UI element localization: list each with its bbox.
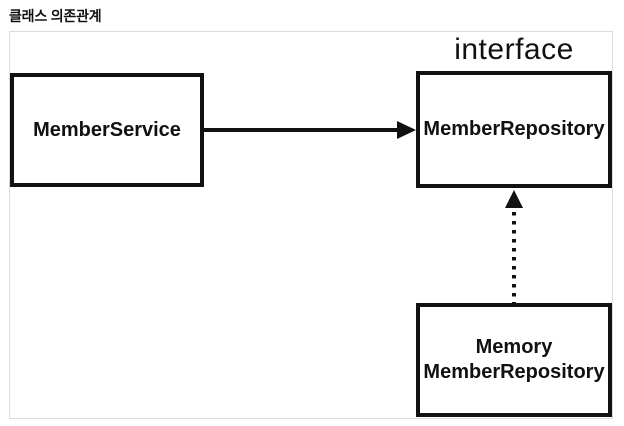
interface-stereotype-label: interface xyxy=(454,33,574,66)
page-title: 클래스 의존관계 xyxy=(9,8,102,24)
memory-label-line2: MemberRepository xyxy=(423,361,605,383)
memory-member-repository-label: Memory MemberRepository xyxy=(423,335,604,385)
member-repository-label: MemberRepository xyxy=(423,118,605,140)
implements-arrow xyxy=(505,190,523,303)
member-service-label: MemberService xyxy=(33,118,181,141)
node-memory-member-repository: Memory MemberRepository xyxy=(416,303,612,417)
node-member-repository: MemberRepository xyxy=(416,71,612,188)
memory-label-line1: Memory xyxy=(475,336,553,358)
dependency-arrow xyxy=(204,121,416,139)
diagram-canvas: interface MemberService MemberRepository… xyxy=(9,31,613,419)
node-member-service: MemberService xyxy=(10,73,204,187)
